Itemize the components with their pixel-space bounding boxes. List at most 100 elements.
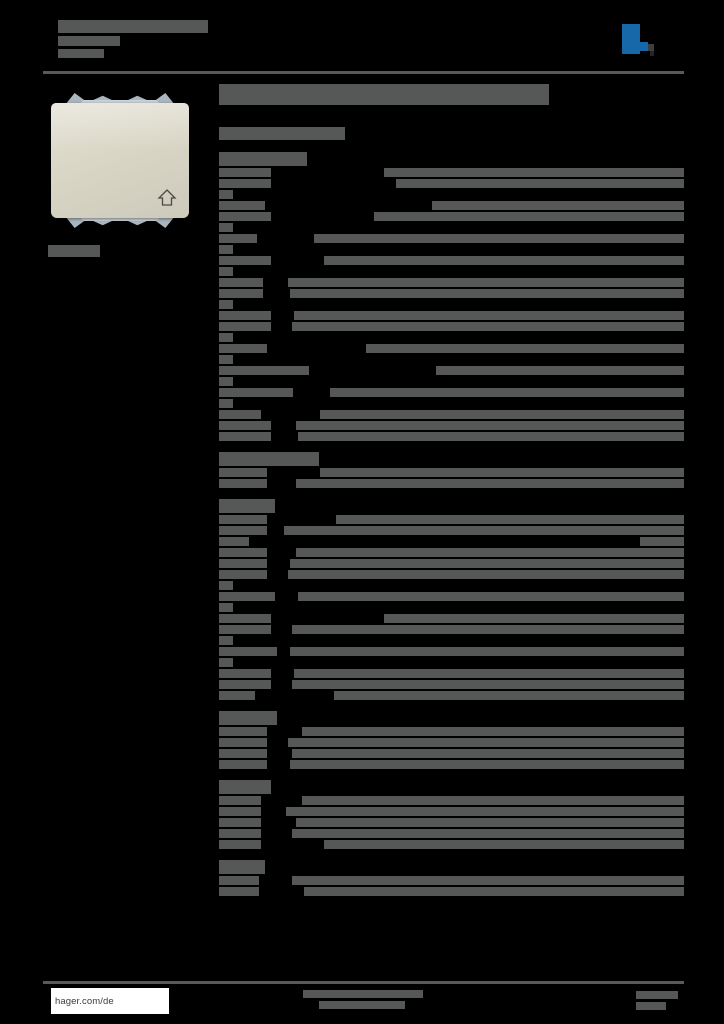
row-value: [292, 829, 684, 838]
table-row: [219, 212, 684, 221]
table-row: [219, 818, 684, 827]
row-label: [219, 468, 267, 477]
table-row: [219, 344, 684, 353]
footer-right-line-2: [636, 1002, 666, 1010]
footer-center-block: [303, 990, 423, 1009]
row-label: [219, 636, 233, 645]
row-value: [288, 738, 684, 747]
row-label: [219, 537, 249, 546]
row-value: [296, 479, 684, 488]
row-label: [219, 190, 233, 199]
row-value: [290, 559, 684, 568]
table-row: [219, 876, 684, 885]
row-label: [219, 592, 275, 601]
row-label: [219, 212, 271, 221]
section-gap: [219, 851, 684, 860]
row-value: [294, 311, 684, 320]
row-value: [284, 526, 684, 535]
row-label: [219, 311, 271, 320]
table-row: [219, 322, 684, 331]
footer-center-line-1: [303, 990, 423, 998]
row-label: [219, 355, 233, 364]
section-heading: [219, 711, 277, 725]
section-gap: [219, 702, 684, 711]
row-value: [314, 234, 684, 243]
row-value: [298, 592, 684, 601]
row-label: [219, 432, 271, 441]
table-row: [219, 479, 684, 488]
section-gap: [219, 771, 684, 780]
row-label: [219, 570, 267, 579]
row-value: [302, 727, 684, 736]
section-heading: [219, 499, 275, 513]
table-row: [219, 614, 684, 623]
table-row: [219, 234, 684, 243]
row-value: [384, 168, 684, 177]
table-row: [219, 603, 684, 612]
row-value: [298, 432, 684, 441]
row-value: [432, 201, 684, 210]
table-row: [219, 636, 684, 645]
hager-logo: [618, 20, 660, 60]
row-label: [219, 377, 233, 386]
table-row: [219, 267, 684, 276]
footer-url-box[interactable]: hager.com/de: [51, 988, 169, 1014]
row-label: [219, 344, 267, 353]
table-row: [219, 548, 684, 557]
table-row: [219, 432, 684, 441]
table-row: [219, 377, 684, 386]
row-label: [219, 179, 271, 188]
row-value: [304, 887, 684, 896]
row-label: [219, 267, 233, 276]
header-divider: [43, 71, 684, 74]
table-row: [219, 201, 684, 210]
row-label: [219, 840, 261, 849]
switch-rocker: [51, 103, 189, 218]
up-arrow-icon: [156, 187, 178, 209]
table-row: [219, 278, 684, 287]
section-heading: [219, 452, 319, 466]
row-label: [219, 333, 233, 342]
row-value: [292, 680, 684, 689]
table-row: [219, 559, 684, 568]
table-row: [219, 669, 684, 678]
table-row: [219, 366, 684, 375]
row-label: [219, 410, 261, 419]
row-value: [324, 256, 684, 265]
row-value: [302, 796, 684, 805]
table-row: [219, 355, 684, 364]
row-value: [286, 807, 684, 816]
row-label: [219, 727, 267, 736]
row-label: [219, 366, 309, 375]
section-heading: [219, 780, 271, 794]
row-value: [396, 179, 684, 188]
table-row: [219, 223, 684, 232]
row-value: [292, 749, 684, 758]
table-row: [219, 796, 684, 805]
table-row: [219, 887, 684, 896]
row-label: [219, 245, 233, 254]
row-value: [296, 548, 684, 557]
header-title-line-2: [58, 36, 120, 46]
row-value: [320, 410, 684, 419]
row-label: [219, 691, 255, 700]
main-content: [219, 84, 684, 898]
section-heading: [219, 152, 307, 166]
table-row: [219, 807, 684, 816]
row-value: [290, 647, 684, 656]
row-value: [288, 278, 684, 287]
row-label: [219, 559, 267, 568]
table-row: [219, 399, 684, 408]
table-row: [219, 333, 684, 342]
row-label: [219, 818, 261, 827]
table-row: [219, 526, 684, 535]
table-row: [219, 581, 684, 590]
header-title-line-3: [58, 49, 104, 58]
row-value: [292, 876, 684, 885]
table-row: [219, 421, 684, 430]
table-row: [219, 537, 684, 546]
row-label: [219, 300, 233, 309]
section-heading: [219, 860, 265, 874]
table-row: [219, 515, 684, 524]
